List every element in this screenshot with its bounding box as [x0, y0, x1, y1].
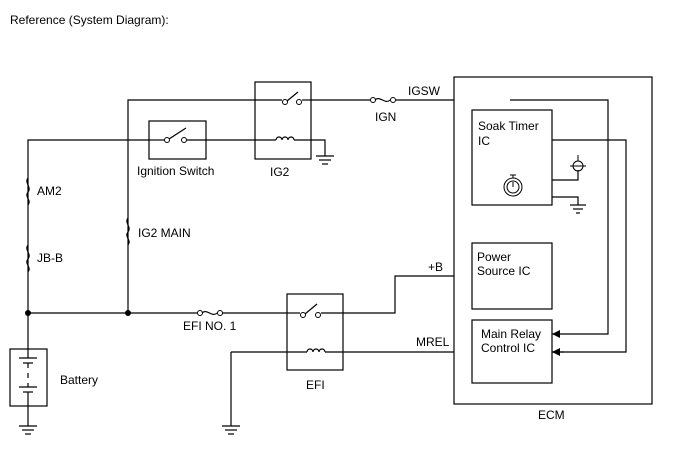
mrel-label: MREL	[416, 335, 450, 349]
efi-no1-fuse	[197, 310, 223, 316]
soak-timer-label-line1: Soak Timer	[478, 119, 539, 133]
ign-fuse	[370, 97, 396, 103]
ecm-label: ECM	[538, 408, 565, 422]
junction-dot	[25, 310, 31, 316]
jb-b-label: JB-B	[37, 251, 63, 265]
soak-timer-ic	[471, 109, 553, 206]
arrow-icon	[552, 348, 560, 356]
ground-icon	[570, 204, 586, 214]
jb-b-fuse	[26, 244, 30, 273]
plus-b-label: +B	[428, 260, 443, 274]
power-source-label-line1: Power	[477, 250, 511, 264]
main-relay-label-line1: Main Relay	[481, 327, 541, 341]
junction-dot	[125, 310, 131, 316]
ignition-switch-label: Ignition Switch	[137, 164, 214, 178]
am2-fuse	[26, 177, 30, 206]
soak-timer-output-wire	[552, 139, 627, 353]
power-source-label-line2: Source IC	[477, 264, 531, 278]
igsw-label: IGSW	[408, 84, 441, 98]
main-relay-label-line2: Control IC	[481, 341, 535, 355]
timer-icon	[503, 174, 523, 197]
am2-label: AM2	[37, 184, 62, 198]
igsw-internal-wire	[510, 99, 609, 335]
power-source-ic	[471, 242, 553, 310]
ig2-relay	[254, 81, 312, 160]
ground-icon	[19, 425, 37, 435]
ign-label: IGN	[375, 110, 396, 124]
soak-timer-label-line2: IC	[478, 134, 490, 148]
ground-icon	[222, 425, 240, 435]
battery-label: Battery	[60, 373, 98, 387]
main-relay-control-ic	[471, 319, 553, 384]
efi-no1-label: EFI NO. 1	[183, 319, 237, 333]
diagram-title: Reference (System Diagram):	[10, 13, 169, 27]
efi-relay-label: EFI	[306, 378, 325, 392]
battery	[9, 348, 48, 407]
ignition-switch	[148, 120, 207, 160]
power-supply-icon	[570, 155, 586, 172]
arrow-icon	[552, 330, 560, 338]
ground-icon	[316, 155, 334, 165]
ig2-main-label: IG2 MAIN	[138, 226, 191, 240]
efi-relay	[286, 293, 344, 371]
ig2-relay-label: IG2	[270, 165, 290, 179]
ig2-main-fuse	[126, 217, 130, 246]
